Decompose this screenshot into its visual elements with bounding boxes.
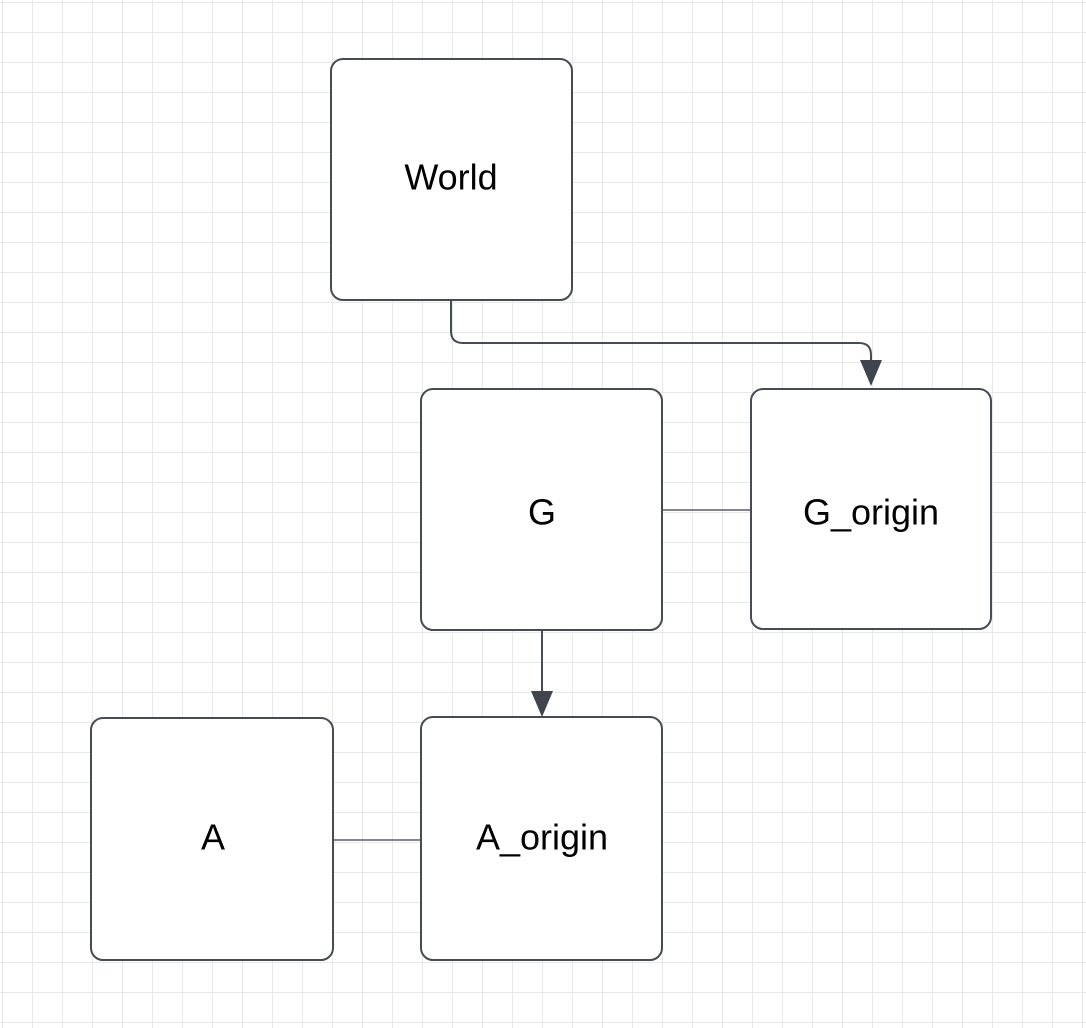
node-g_origin-label: G_origin	[803, 492, 939, 533]
node-g[interactable]: G	[420, 388, 663, 631]
node-g-label: G	[528, 492, 556, 533]
node-a-label: A	[201, 817, 225, 858]
arrowhead-g-to-a_origin	[531, 691, 553, 717]
node-a_origin[interactable]: A_origin	[420, 716, 663, 961]
node-world[interactable]: World	[330, 58, 573, 301]
node-a_origin-rect[interactable]	[420, 716, 663, 961]
arrowhead-world-to-g_origin	[860, 360, 882, 386]
node-g-rect[interactable]	[420, 388, 663, 631]
node-world-label: World	[404, 157, 497, 198]
node-world-rect[interactable]	[330, 58, 573, 301]
node-a_origin-label: A_origin	[476, 817, 608, 858]
node-g_origin-rect[interactable]	[750, 388, 992, 630]
node-a[interactable]: A	[90, 717, 334, 961]
node-a-rect[interactable]	[90, 717, 334, 961]
node-layer: World G G_origin A A_origin	[90, 58, 992, 961]
edge-layer	[333, 300, 882, 841]
edge-world-to-g_origin[interactable]	[450, 300, 872, 360]
node-g_origin[interactable]: G_origin	[750, 388, 992, 630]
